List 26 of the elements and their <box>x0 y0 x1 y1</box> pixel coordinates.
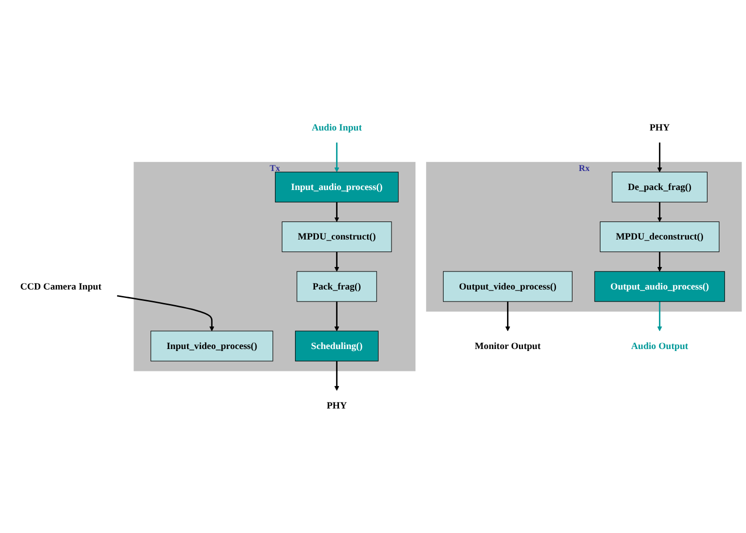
node-box: Input_audio_process() <box>274 172 399 202</box>
node-text: Audio Output <box>631 340 688 352</box>
arrow <box>657 142 662 172</box>
arrow <box>334 142 340 172</box>
arrow <box>334 301 340 332</box>
node-box: Output_video_process() <box>443 271 572 302</box>
node-box: MPDU_deconstruct() <box>600 221 720 252</box>
node-box: Input_video_process() <box>150 330 274 362</box>
arrow <box>657 252 662 272</box>
node-text: Audio Input <box>312 122 362 133</box>
arrow <box>505 301 510 332</box>
arrow <box>334 361 340 391</box>
arrow <box>657 301 662 332</box>
node-text: Monitor Output <box>474 340 541 352</box>
node-box: De_pack_frag() <box>612 172 708 202</box>
node-text: PHY <box>326 400 347 411</box>
arrow <box>334 202 340 222</box>
node-text: CCD Camera Input <box>20 280 102 292</box>
node-text: PHY <box>650 122 670 133</box>
node-box: Output_audio_process() <box>594 271 725 302</box>
node-box: Scheduling() <box>295 330 379 362</box>
node-box: Pack_frag() <box>296 271 377 302</box>
arrow <box>334 252 340 272</box>
node-box: MPDU_construct() <box>282 221 392 252</box>
arrow <box>117 295 214 332</box>
arrow <box>657 202 662 222</box>
